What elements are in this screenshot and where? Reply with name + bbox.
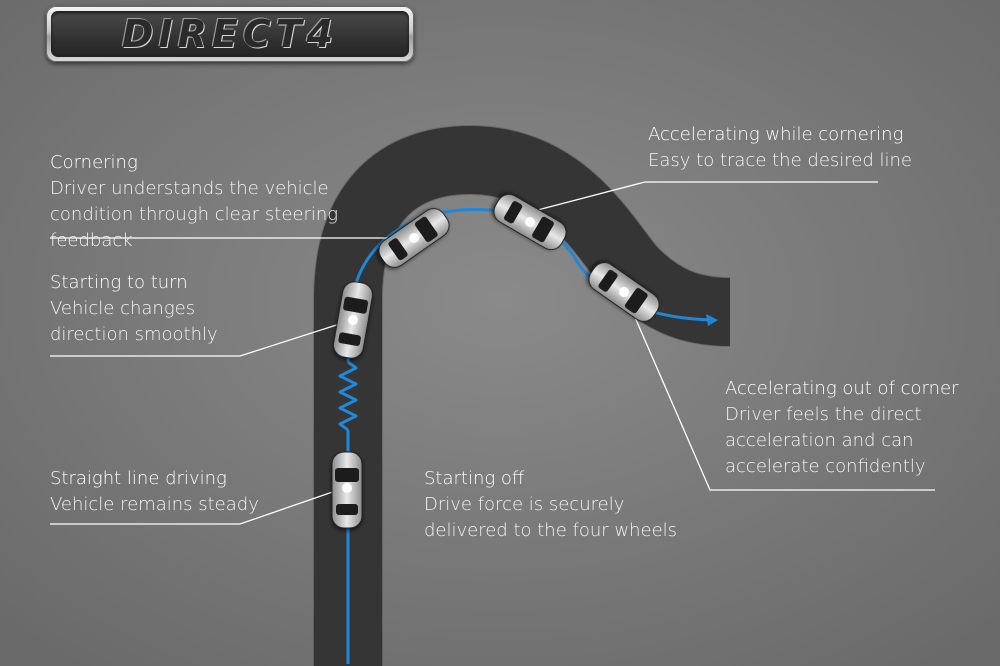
car-accelerating-while-cornering xyxy=(493,193,567,251)
callout-title: Starting off xyxy=(424,468,525,489)
leader-line-accelerating-while-cornering xyxy=(529,181,878,213)
callout-accelerating-while-cornering: Accelerating while cornering Easy to tra… xyxy=(648,122,948,174)
callout-description: Vehicle remains steady xyxy=(50,494,259,515)
callout-starting-off: Starting off Drive force is securely del… xyxy=(424,466,684,544)
callout-title: Starting to turn xyxy=(50,272,188,293)
callout-title: Straight line driving xyxy=(50,468,227,489)
path-arrowhead xyxy=(706,314,718,326)
callout-description: Easy to trace the desired line xyxy=(648,150,912,171)
car-starting-turn xyxy=(333,281,373,359)
logo-text: DIRECT4 xyxy=(121,12,339,56)
drive-force-spring xyxy=(338,360,358,432)
callout-description: Driver understands the vehicle condition… xyxy=(50,178,339,251)
logo-plate: DIRECT4 xyxy=(51,11,409,57)
callout-accelerating-out-of-corner: Accelerating out of corner Driver feels … xyxy=(725,376,959,480)
callout-title: Accelerating while cornering xyxy=(648,124,904,145)
car-accelerating-out-of-corner xyxy=(588,262,660,322)
leader-line-accelerating-out-of-corner xyxy=(623,291,935,491)
car-straight xyxy=(331,451,363,529)
car-cornering xyxy=(378,208,450,268)
road-edge xyxy=(313,124,731,666)
road xyxy=(314,126,731,666)
callout-straight-line-driving: Straight line driving Vehicle remains st… xyxy=(50,466,270,518)
callout-title: Cornering xyxy=(50,152,138,173)
callout-cornering: Cornering Driver understands the vehicle… xyxy=(50,150,380,254)
leader-line-straight-line-driving xyxy=(50,487,345,525)
callout-description: Driver feels the direct acceleration and… xyxy=(725,404,926,477)
leader-line-starting-to-turn xyxy=(50,319,353,357)
callout-description: Drive force is securely delivered to the… xyxy=(424,494,678,541)
leader-lines xyxy=(50,181,935,525)
callout-starting-to-turn: Starting to turn Vehicle changes directi… xyxy=(50,270,225,348)
direct4-logo: DIRECT4 xyxy=(46,6,414,62)
callout-description: Vehicle changes direction smoothly xyxy=(50,298,218,345)
callout-title: Accelerating out of corner xyxy=(725,378,959,399)
